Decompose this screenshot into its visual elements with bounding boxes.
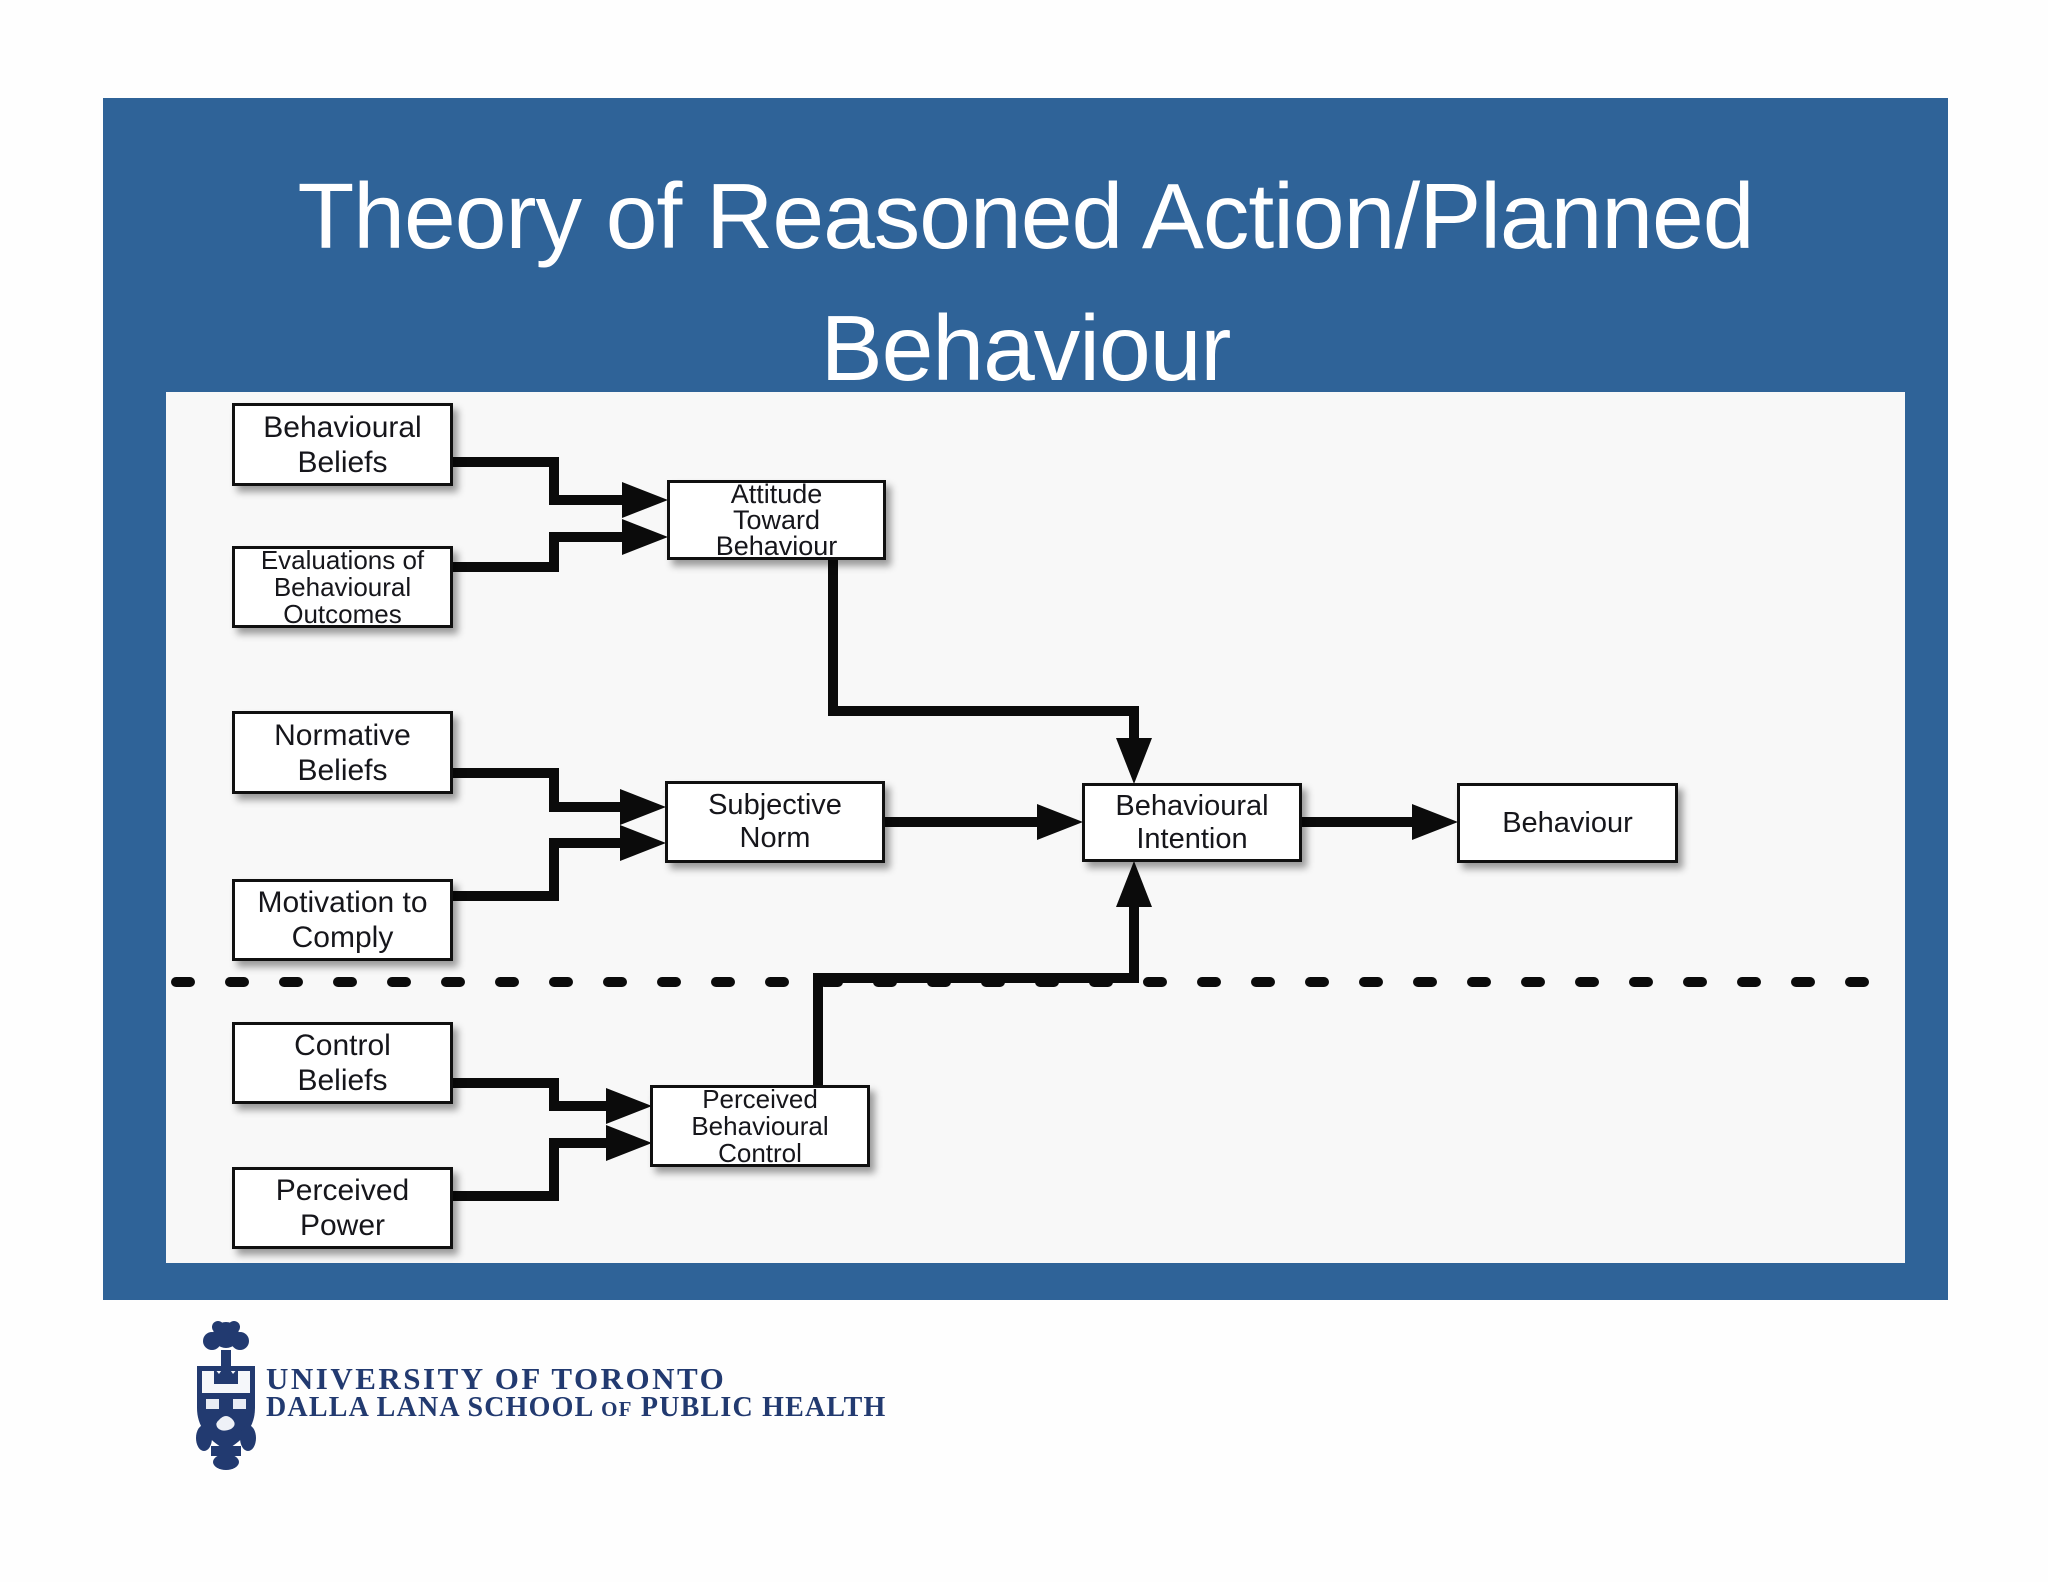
node-control-beliefs: Control Beliefs (232, 1022, 453, 1104)
node-perceived-power: Perceived Power (232, 1167, 453, 1249)
node-behaviour: Behaviour (1457, 783, 1678, 863)
school-name-part2: PUBLIC HEALTH (640, 1392, 887, 1423)
slide-title: Theory of Reasoned Action/Planned Behavi… (103, 150, 1948, 414)
university-of-toronto-crest-icon (196, 1321, 256, 1470)
node-behavioural-intention: Behavioural Intention (1082, 783, 1302, 862)
node-perceived-behavioural-control: Perceived Behavioural Control (650, 1085, 870, 1167)
school-name: DALLA LANA SCHOOL OF PUBLIC HEALTH (266, 1394, 887, 1422)
slide-title-line1: Theory of Reasoned Action/Planned (297, 164, 1755, 268)
node-motivation-to-comply: Motivation to Comply (232, 879, 453, 961)
university-name: UNIVERSITY OF TORONTO (266, 1361, 727, 1396)
node-evaluations-of-behavioural-outcomes: Evaluations of Behavioural Outcomes (232, 546, 453, 628)
node-behavioural-beliefs: Behavioural Beliefs (232, 403, 453, 486)
school-name-part1: DALLA LANA SCHOOL (266, 1392, 593, 1423)
node-attitude-toward-behaviour: Attitude Toward Behaviour (667, 480, 886, 560)
slide-title-line2: Behaviour (820, 296, 1232, 400)
school-name-of: OF (601, 1397, 633, 1421)
node-subjective-norm: Subjective Norm (665, 781, 885, 863)
node-normative-beliefs: Normative Beliefs (232, 711, 453, 794)
